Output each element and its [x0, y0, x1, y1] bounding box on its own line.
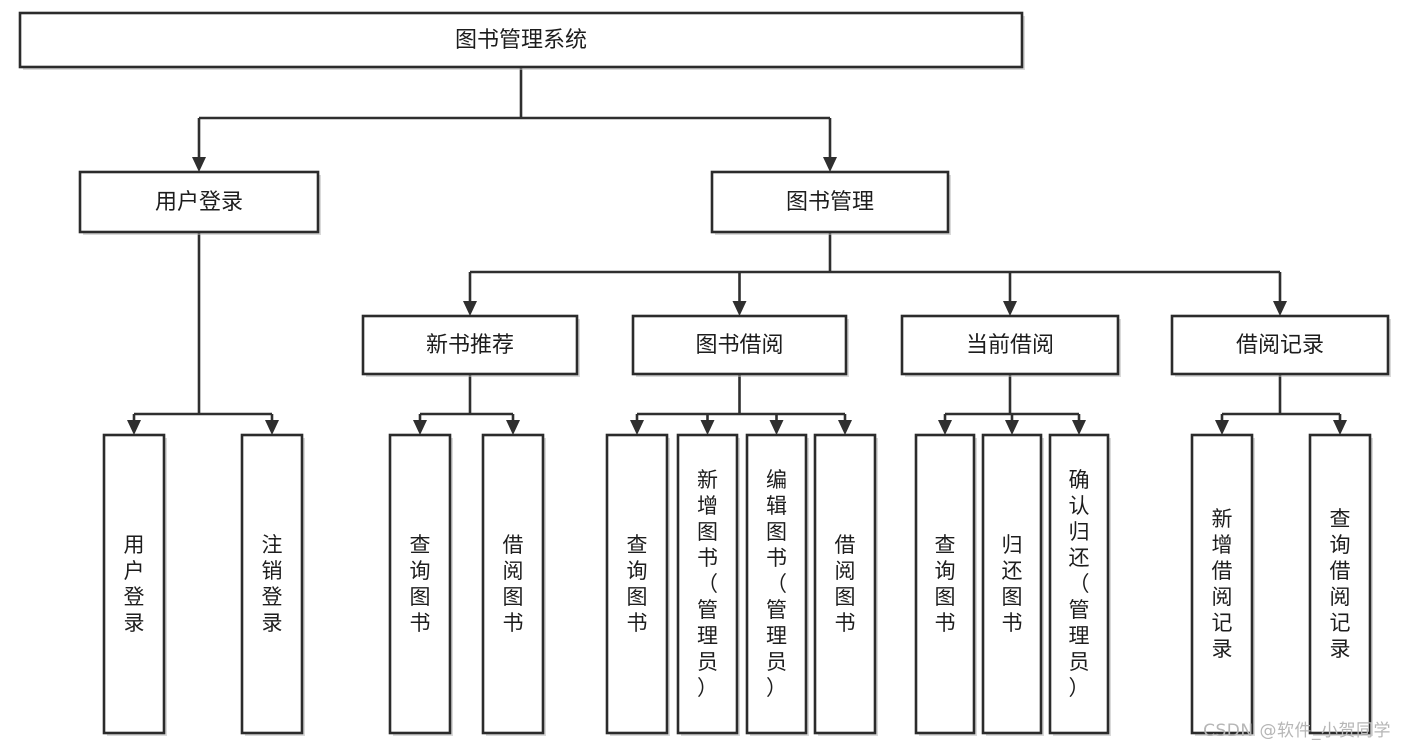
arrow-head-icon — [1333, 420, 1347, 435]
node-box — [745, 433, 808, 735]
node-box — [1048, 433, 1110, 735]
node-book-manage[interactable]: 图书管理 — [710, 170, 951, 235]
node-box — [631, 314, 848, 376]
node-box — [481, 433, 545, 735]
node-box — [102, 433, 166, 735]
arrow-head-icon — [1005, 420, 1019, 435]
node-label: 新增借阅记录 — [1212, 507, 1233, 661]
arrow-head-icon — [1215, 420, 1229, 435]
node-leaf-edit-book[interactable]: 编辑图书（管理员） — [745, 433, 809, 736]
arrow-head-icon — [838, 420, 852, 435]
node-label: 确认归还（管理员） — [1069, 468, 1090, 700]
arrow-head-icon — [769, 420, 784, 435]
connector-layer — [127, 67, 1347, 435]
arrow-head-icon — [192, 157, 206, 172]
csdn-watermark: CSDN @软件_小贺同学 — [1203, 721, 1391, 741]
node-label: 用户登录 — [155, 190, 243, 215]
node-label: 归还图书 — [1002, 533, 1023, 635]
node-current-borrow[interactable]: 当前借阅 — [900, 314, 1121, 377]
node-label: 查询借阅记录 — [1330, 507, 1351, 661]
node-label: 查询图书 — [627, 533, 648, 635]
arrow-head-icon — [265, 420, 279, 435]
node-leaf-query-book-current[interactable]: 查询图书 — [914, 433, 977, 736]
node-box — [676, 433, 739, 735]
node-leaf-query-book-recommend[interactable]: 查询图书 — [388, 433, 453, 736]
node-label: 当前借阅 — [966, 333, 1054, 358]
node-leaf-add-book[interactable]: 新增图书（管理员） — [676, 433, 740, 736]
node-leaf-confirm-return[interactable]: 确认归还（管理员） — [1048, 433, 1111, 736]
arrow-head-icon — [1273, 301, 1287, 316]
arrow-head-icon — [823, 157, 837, 172]
node-user-login[interactable]: 用户登录 — [78, 170, 321, 235]
node-root[interactable]: 图书管理系统 — [18, 11, 1025, 70]
node-label: 注销登录 — [262, 533, 283, 635]
arrow-head-icon — [732, 301, 747, 316]
node-leaf-return-book[interactable]: 归还图书 — [981, 433, 1044, 736]
node-label: 查询图书 — [410, 533, 431, 635]
node-label: 借阅图书 — [503, 533, 524, 635]
node-layer: 图书管理系统用户登录图书管理新书推荐图书借阅当前借阅借阅记录用户登录注销登录查询… — [18, 11, 1391, 736]
node-box — [1190, 433, 1254, 735]
node-label: 图书管理 — [786, 190, 874, 215]
node-box — [813, 433, 877, 735]
node-new-book-recommend[interactable]: 新书推荐 — [361, 314, 580, 377]
node-box — [1170, 314, 1390, 376]
node-label: 借阅图书 — [835, 533, 856, 635]
arrow-head-icon — [506, 420, 520, 435]
node-label: 用户登录 — [124, 533, 145, 635]
node-box — [605, 433, 669, 735]
node-label: 借阅记录 — [1236, 333, 1324, 358]
arrow-head-icon — [630, 420, 644, 435]
node-box — [361, 314, 579, 376]
arrow-head-icon — [1072, 420, 1086, 435]
node-box — [18, 11, 1024, 69]
node-box — [388, 433, 452, 735]
arrow-head-icon — [1003, 301, 1017, 316]
arrow-head-icon — [127, 420, 141, 435]
arrow-head-icon — [938, 420, 952, 435]
node-label: 新增图书（管理员） — [697, 468, 718, 700]
node-box — [240, 433, 304, 735]
node-box — [78, 170, 320, 234]
node-label: 查询图书 — [935, 533, 956, 635]
node-leaf-borrow-book-recommend[interactable]: 借阅图书 — [481, 433, 546, 736]
node-leaf-query-book-borrow[interactable]: 查询图书 — [605, 433, 670, 736]
arrow-head-icon — [463, 301, 477, 316]
node-box — [981, 433, 1043, 735]
arrow-head-icon — [413, 420, 427, 435]
node-borrow-record[interactable]: 借阅记录 — [1170, 314, 1391, 377]
node-box — [914, 433, 976, 735]
node-label: 编辑图书（管理员） — [766, 468, 787, 700]
node-leaf-borrow-book[interactable]: 借阅图书 — [813, 433, 878, 736]
node-label: 新书推荐 — [426, 333, 514, 358]
node-leaf-query-borrow-record[interactable]: 查询借阅记录 — [1308, 433, 1373, 736]
node-box — [1308, 433, 1372, 735]
arrow-head-icon — [700, 420, 715, 435]
node-label: 图书借阅 — [695, 333, 783, 358]
node-box — [710, 170, 950, 234]
node-label: 图书管理系统 — [455, 28, 587, 53]
node-leaf-add-borrow-record[interactable]: 新增借阅记录 — [1190, 433, 1255, 736]
node-leaf-user-logout[interactable]: 注销登录 — [240, 433, 305, 736]
node-leaf-user-login[interactable]: 用户登录 — [102, 433, 167, 736]
node-book-borrow[interactable]: 图书借阅 — [631, 314, 849, 377]
node-box — [900, 314, 1120, 376]
